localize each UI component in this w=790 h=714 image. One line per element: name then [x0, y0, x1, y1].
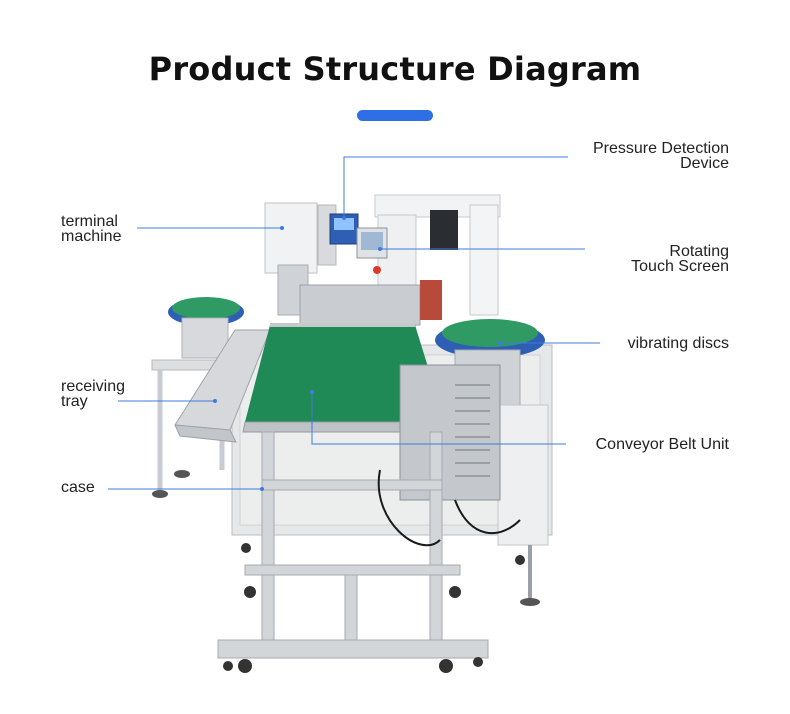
label-conveyor-belt-unit: Conveyor Belt Unit: [595, 436, 729, 453]
conveyor-drive-box: [399, 364, 501, 501]
leader-conveyor-belt: [311, 392, 566, 445]
conveyor-belt: [245, 325, 445, 422]
terminal-machine-body: [264, 202, 318, 274]
leader-pressure-detection: [343, 156, 568, 218]
page-title: Product Structure Diagram: [148, 50, 642, 88]
label-case: case: [61, 479, 95, 496]
title-accent-bar: [357, 110, 433, 121]
label-vibrating-discs: vibrating discs: [627, 335, 729, 352]
